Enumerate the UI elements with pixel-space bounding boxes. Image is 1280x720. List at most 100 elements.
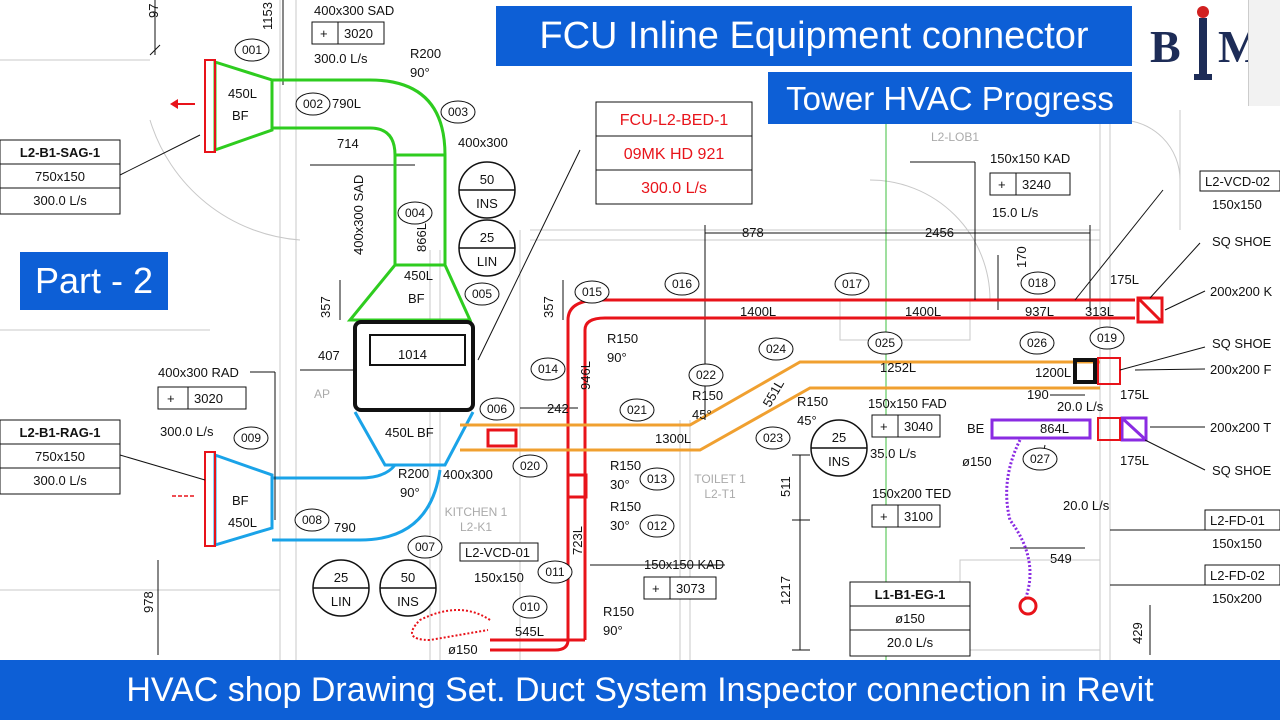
footer-banner: HVAC shop Drawing Set. Duct System Inspe…: [0, 660, 1280, 720]
duct-label: 1400L: [740, 304, 776, 319]
fad-flow: 35.0 L/s: [870, 446, 917, 461]
bend-angle: 90°: [400, 485, 420, 500]
room-labels: TOILET 1 L2-T1 KITCHEN 1 L2-K1 L2-LOB1 A…: [314, 130, 979, 534]
duct-label: 1014: [398, 347, 427, 362]
bend-radius: R150: [610, 458, 641, 473]
dimension: 878: [742, 225, 764, 240]
duct-label: 1200L: [1035, 365, 1071, 380]
insulation-bottom: LIN: [477, 254, 497, 269]
duct-label: ø150: [448, 642, 478, 657]
duct-label: 1400L: [905, 304, 941, 319]
vcd01-name: L2-VCD-01: [465, 545, 530, 560]
rad-size-label: 400x300 RAD: [158, 365, 239, 380]
fitting-id: 004: [405, 206, 425, 220]
bend-angle: 30°: [610, 518, 630, 533]
sq-shoe-label: SQ SHOE: [1212, 463, 1272, 478]
duct-label: ø150: [962, 454, 992, 469]
fitting-id: 016: [672, 277, 692, 291]
eg-tag-size: ø150: [895, 611, 925, 626]
fresh-air-damper: [1073, 357, 1121, 385]
fitting-id: 026: [1027, 336, 1047, 350]
kad-top-flow: 15.0 L/s: [992, 205, 1039, 220]
bend-angle: 30°: [610, 477, 630, 492]
fad-count: 3040: [904, 419, 933, 434]
fitting-id: 007: [415, 540, 435, 554]
fitting-id: 024: [766, 342, 786, 356]
plus-icon: +: [880, 419, 888, 434]
duct-label: 313L: [1085, 304, 1114, 319]
duct-label: BF: [408, 291, 425, 306]
dimension: 20.0 L/s: [1057, 399, 1104, 414]
duct-label: 946L: [578, 361, 593, 390]
duct-label: 1252L: [880, 360, 916, 375]
room-code: L2-T1: [704, 487, 736, 501]
dimension: 170: [1014, 246, 1029, 268]
rag-tag-name: L2-B1-RAG-1: [20, 425, 101, 440]
insulation-top: 25: [480, 230, 494, 245]
bend-angle: 45°: [692, 407, 712, 422]
sq-shoe-label: SQ SHOE: [1212, 336, 1272, 351]
fitting-id: 025: [875, 336, 895, 350]
sq-shoe-label: SQ SHOE: [1212, 234, 1272, 249]
duct-label: 866L: [414, 223, 429, 252]
sag-tag-name: L2-B1-SAG-1: [20, 145, 100, 160]
part-banner: Part - 2: [20, 252, 168, 310]
right-side-labels: L2-VCD-02 150x150 SQ SHOE 200x200 K SQ S…: [1199, 170, 1280, 606]
duct-label: BE: [967, 421, 985, 436]
fd01-size: 150x150: [1212, 536, 1262, 551]
fitting-id: 015: [582, 285, 602, 299]
ted-size: 150x200 TED: [872, 486, 951, 501]
eg-tag-flow: 20.0 L/s: [887, 635, 934, 650]
duct-label: 723L: [570, 526, 585, 555]
insulation-top: 50: [401, 570, 415, 585]
bend-angle: 90°: [410, 65, 430, 80]
fitting-id: 027: [1030, 452, 1050, 466]
vcd01-tag: L2-VCD-01 150x150: [465, 545, 530, 585]
fitting-id: 022: [696, 368, 716, 382]
sad-flow: 300.0 L/s: [314, 51, 368, 66]
insulation-values: 50 INS 25 LIN 25 INS 25 LIN 50 INS: [331, 172, 850, 609]
fitting-id: 002: [303, 97, 323, 111]
room-name: KITCHEN 1: [445, 505, 508, 519]
insulation-bottom: LIN: [331, 594, 351, 609]
duct-length-labels: 450L BF 790L 866L 450L BF 1014 450L BF B…: [228, 86, 1149, 657]
dimension: 549: [1050, 551, 1072, 566]
equipment-tags: L2-B1-SAG-1 750x150 300.0 L/s L2-B1-RAG-…: [20, 145, 946, 650]
rag-tag-size: 750x150: [35, 449, 85, 464]
bend-radius: R150: [797, 394, 828, 409]
dimension: 20.0 L/s: [1063, 498, 1110, 513]
vcd02-name: L2-VCD-02: [1205, 174, 1270, 189]
duct-size: 400x300: [443, 467, 493, 482]
dimension: 242: [547, 401, 569, 416]
fcu-tag: FCU-L2-BED-1 09MK HD 921 300.0 L/s: [620, 112, 729, 197]
sad-size-label: 400x300 SAD: [314, 3, 394, 18]
bend-radius: R150: [610, 499, 641, 514]
fitting-id: 018: [1028, 276, 1048, 290]
kitchen-flex-duct: [411, 609, 491, 642]
ted-count: 3100: [904, 509, 933, 524]
terminal-labels: 400x300 SAD + 3020 300.0 L/s 400x300 RAD…: [158, 3, 1070, 596]
kitchen-exhaust-duct: [486, 296, 1164, 652]
fitting-id: 006: [487, 402, 507, 416]
logo-letter-b: B: [1150, 21, 1181, 72]
rad-count: 3020: [194, 391, 223, 406]
size-200-t: 200x200 T: [1210, 420, 1271, 435]
rad-flow: 300.0 L/s: [160, 424, 214, 439]
view-toolstrip[interactable]: [1248, 0, 1280, 106]
fitting-id: 014: [538, 362, 558, 376]
fcu-unit-body: [353, 320, 475, 412]
dimension: 190: [1027, 387, 1049, 402]
fd01-name: L2-FD-01: [1210, 513, 1265, 528]
fitting-id: 021: [627, 403, 647, 417]
room-name: AP: [314, 387, 330, 401]
vcd02-size: 150x150: [1212, 197, 1262, 212]
fitting-id: 020: [520, 459, 540, 473]
toilet-exhaust-fire-damper: [1018, 417, 1121, 616]
dimension: 978: [141, 591, 156, 613]
duct-label: 450L: [228, 86, 257, 101]
bend-angle: 90°: [607, 350, 627, 365]
fitting-id: 013: [647, 472, 667, 486]
sag-tag-flow: 300.0 L/s: [33, 193, 87, 208]
eg-tag-name: L1-B1-EG-1: [875, 587, 946, 602]
bend-angle: 45°: [797, 413, 817, 428]
